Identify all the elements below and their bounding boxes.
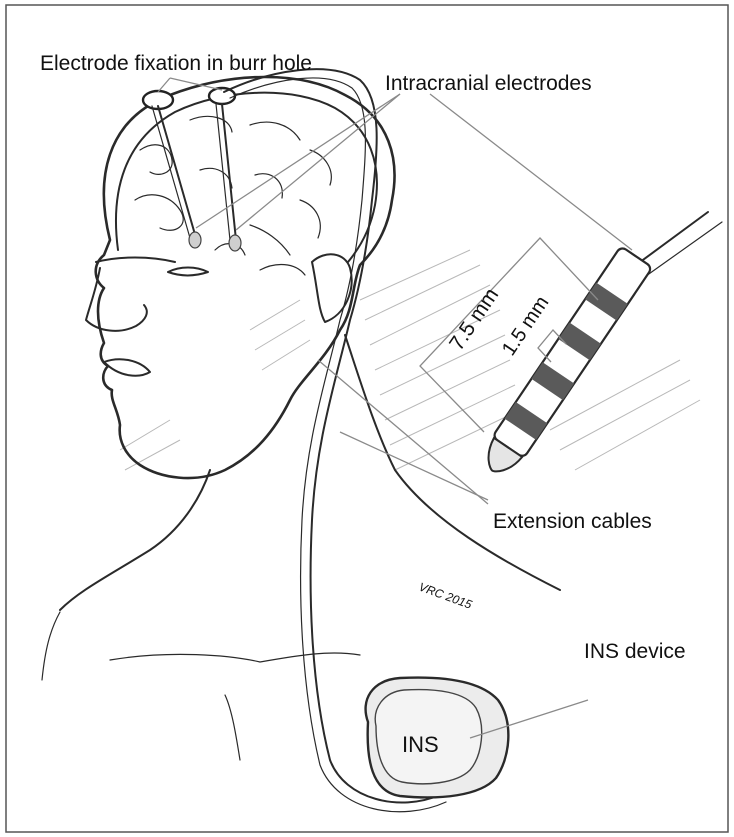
burr-hole-right bbox=[209, 88, 235, 104]
ins-device: INS bbox=[366, 678, 509, 798]
label-electrode-fixation: Electrode fixation in burr hole bbox=[40, 52, 312, 75]
label-ins-device: INS device bbox=[584, 640, 686, 663]
electrode-tip-left bbox=[189, 232, 201, 248]
electrode-tip-right bbox=[229, 235, 241, 251]
label-intracranial-electrodes: Intracranial electrodes bbox=[385, 72, 592, 95]
label-extension-cables: Extension cables bbox=[493, 510, 652, 533]
ins-device-text: INS bbox=[402, 732, 439, 757]
